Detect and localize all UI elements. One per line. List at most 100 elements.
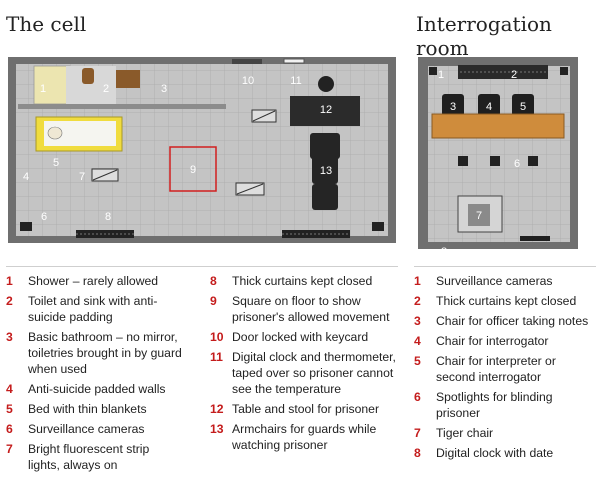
legend-text: Bright fluorescent strip lights, always …	[28, 442, 150, 472]
legend-text: Spotlights for blinding prisoner	[436, 390, 553, 420]
cell-marker: 6	[41, 211, 47, 223]
legend-text: Surveillance cameras	[28, 422, 145, 436]
room-marker: 3	[450, 101, 456, 113]
bathroom-wall	[18, 104, 226, 109]
legend-number: 1	[414, 274, 421, 288]
armchair-1	[310, 133, 340, 159]
legend-number: 5	[414, 354, 421, 368]
legend-number: 3	[6, 330, 13, 344]
legend-item: 9 Square on floor to show prisoner's allo…	[210, 293, 400, 325]
legend-item: 6 Spotlights for blinding prisoner	[414, 389, 594, 421]
cell-marker: 2	[103, 83, 109, 95]
cell-marker: 11	[290, 75, 301, 87]
legend-number: 2	[414, 294, 421, 308]
legend-text: Thick curtains kept closed	[436, 294, 577, 308]
legend-text: Surveillance cameras	[436, 274, 553, 288]
room-camera-right	[560, 67, 568, 75]
interrogation-room-plan: 1 2 3 4 5 6 7 8	[418, 57, 578, 258]
armchair-3	[312, 184, 338, 210]
digital-clock	[283, 58, 305, 64]
legend-text: Toilet and sink with anti-suicide paddin…	[28, 294, 158, 324]
spotlight-2	[490, 156, 500, 166]
cell-door	[232, 59, 262, 64]
room-marker: 1	[438, 69, 444, 81]
legend-text: Square on floor to show prisoner's allow…	[232, 294, 390, 324]
legend-text: Armchairs for guards while watching pris…	[232, 422, 377, 452]
toilet	[82, 68, 94, 84]
cell-marker: 12	[320, 104, 332, 116]
cell-title: The cell	[6, 12, 87, 36]
legend-text: Digital clock with date	[436, 446, 554, 460]
spotlight-1	[458, 156, 468, 166]
legend-number: 2	[6, 294, 13, 308]
legend-number: 10	[210, 330, 224, 344]
movement-square	[169, 146, 217, 192]
cell-marker: 1	[40, 83, 46, 95]
room-marker: 6	[514, 158, 520, 170]
legend-number: 8	[414, 446, 421, 460]
legend-number: 4	[6, 382, 13, 396]
interrogation-desk	[431, 113, 565, 139]
chair-interrogator	[478, 94, 500, 116]
room-curtain	[458, 65, 548, 79]
legend-number: 7	[414, 426, 421, 440]
tiger-chair-seat	[468, 204, 490, 226]
room-divider	[414, 266, 596, 267]
room-camera-left	[429, 67, 437, 75]
cell-marker: 10	[242, 75, 254, 87]
cell-divider	[6, 266, 398, 267]
legend-item: 8 Thick curtains kept closed	[210, 273, 400, 289]
legend-number: 9	[210, 294, 217, 308]
cell-legend-column-2: 8 Thick curtains kept closed 9 Square on fl…	[210, 273, 400, 457]
legend-number: 6	[414, 390, 421, 404]
legend-text: Table and stool for prisoner	[232, 402, 380, 416]
legend-text: Door locked with keycard	[232, 330, 369, 344]
legend-number: 12	[210, 402, 224, 416]
room-marker: 4	[486, 101, 492, 113]
legend-text: Anti-suicide padded walls	[28, 382, 166, 396]
legend-item: 12 Table and stool for prisoner	[210, 401, 400, 417]
legend-text: Chair for officer taking notes	[436, 314, 589, 328]
legend-item: 2 Thick curtains kept closed	[414, 293, 594, 309]
legend-item: 11 Digital clock and thermometer, taped o…	[210, 349, 400, 397]
cell-marker: 5	[53, 157, 59, 169]
room-marker: 2	[511, 69, 517, 81]
legend-text: Chair for interrogator	[436, 334, 549, 348]
legend-item: 3 Chair for officer taking notes	[414, 313, 594, 329]
room-clock	[520, 236, 550, 241]
room-marker: 7	[476, 210, 482, 222]
legend-text: Thick curtains kept closed	[232, 274, 373, 288]
legend-number: 11	[210, 350, 223, 364]
cell-marker: 9	[190, 164, 196, 176]
prisoner-figure	[47, 126, 63, 140]
cell-marker: 4	[23, 171, 29, 183]
cell-plan: 1 2 3 4 5 6 7 8 9 10 11 12 13	[8, 57, 396, 243]
interrogation-room-title: Interrogation room	[416, 12, 552, 60]
legend-item: 4 Anti-suicide padded walls	[6, 381, 184, 397]
room-marker: 5	[520, 101, 526, 113]
stool	[318, 76, 334, 92]
legend-text: Shower – rarely allowed	[28, 274, 159, 288]
legend-text: Basic bathroom – no mirror, toiletries b…	[28, 330, 182, 376]
room-marker: 8	[441, 246, 447, 258]
prisoner-table	[290, 96, 360, 126]
legend-item: 10 Door locked with keycard	[210, 329, 400, 345]
chair-interpreter	[512, 94, 534, 116]
legend-number: 6	[6, 422, 13, 436]
legend-item: 3 Basic bathroom – no mirror, toiletries …	[6, 329, 184, 377]
legend-item: 1 Surveillance cameras	[414, 273, 594, 289]
legend-item: 6 Surveillance cameras	[6, 421, 184, 437]
shower-area	[33, 65, 71, 105]
legend-text: Digital clock and thermometer, taped ove…	[232, 350, 396, 396]
legend-number: 7	[6, 442, 13, 456]
legend-number: 8	[210, 274, 217, 288]
armchair-2	[312, 156, 338, 184]
cell-marker: 3	[161, 83, 167, 95]
cell-camera-left	[20, 222, 32, 231]
legend-number: 3	[414, 314, 421, 328]
